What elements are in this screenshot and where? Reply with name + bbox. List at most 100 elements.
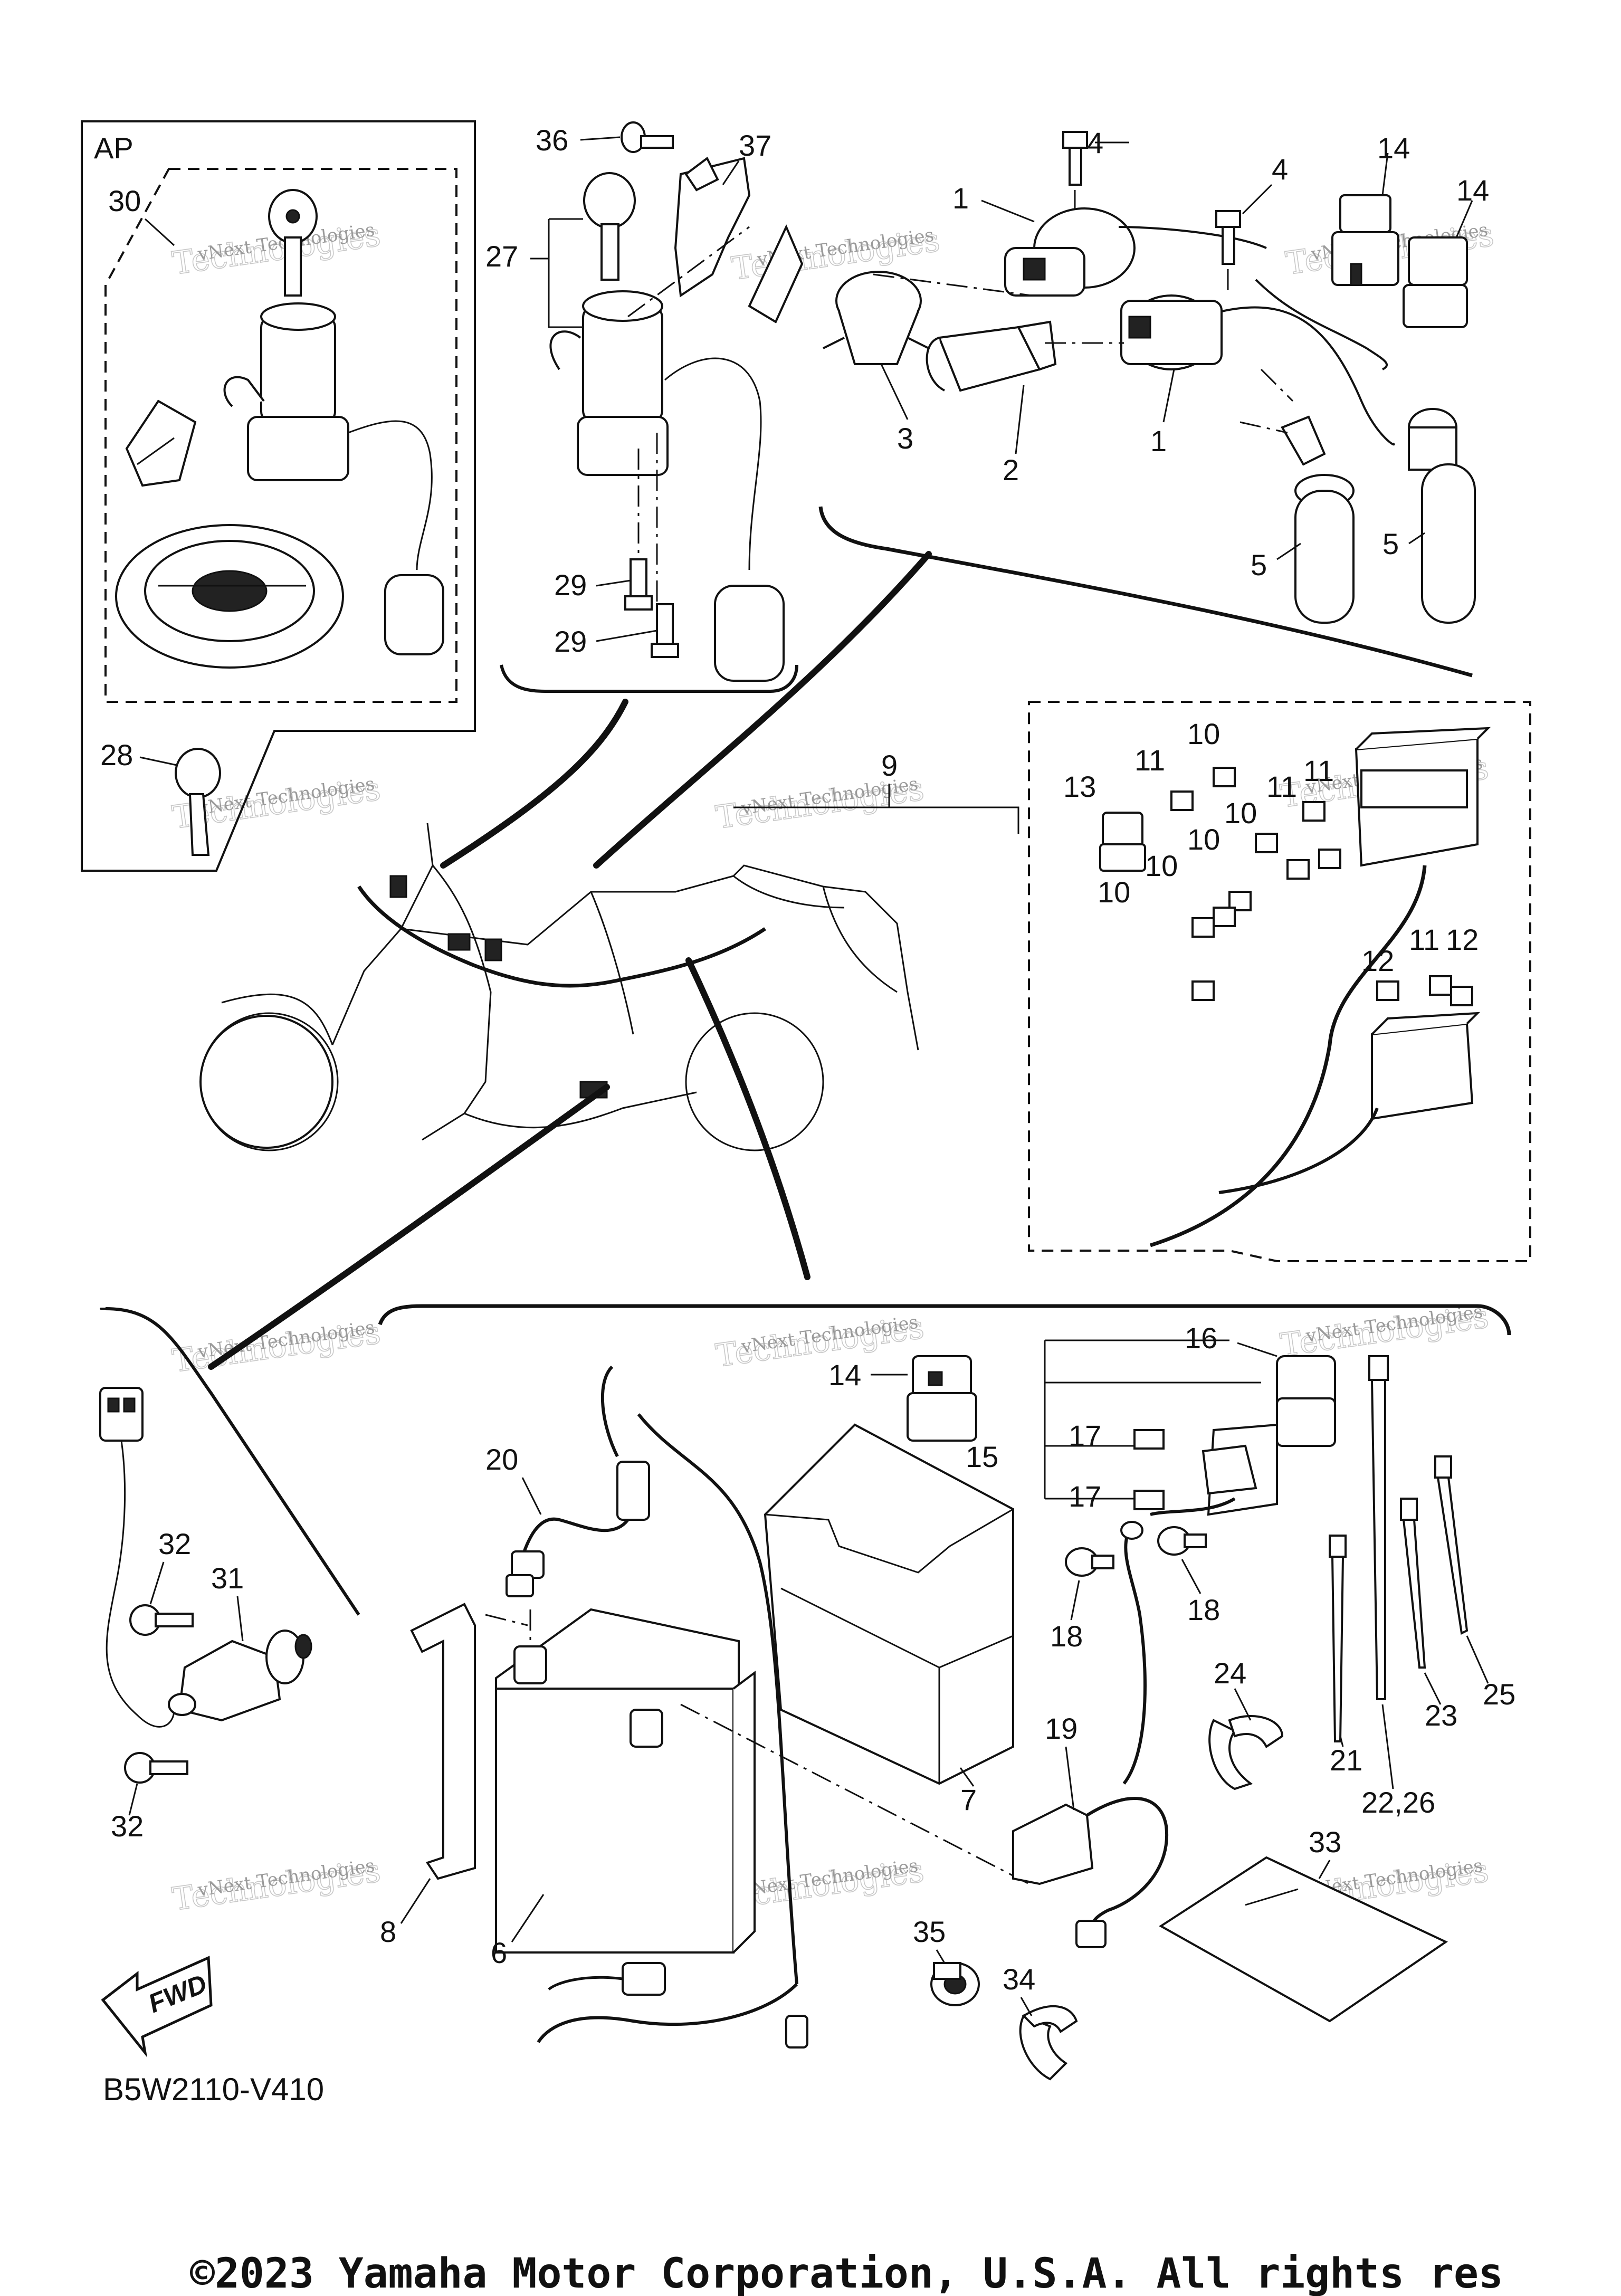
ignition-coil-group (818, 131, 1476, 678)
battery-lead-20-icon (506, 1365, 798, 1985)
coil-part-2-icon (926, 320, 1057, 392)
callout-34: 34 (1003, 1962, 1035, 1996)
ap-kit-box: AP (81, 120, 476, 872)
callout-4b: 4 (1272, 153, 1288, 186)
callout-24: 24 (1214, 1656, 1246, 1690)
lock-bracket-icon (125, 399, 197, 487)
callout-35: 35 (913, 1915, 946, 1948)
screw-32a-icon (129, 1604, 194, 1636)
bolt-18a-icon (1065, 1547, 1114, 1577)
callout-1b: 1 (1150, 424, 1167, 458)
screw-32b-icon (124, 1752, 188, 1784)
fuse-box-lower-icon (1218, 1012, 1481, 1194)
callout-11b: 11 (1266, 770, 1297, 803)
callout-28: 28 (100, 738, 133, 771)
callout-18b: 18 (1187, 1593, 1220, 1626)
callout-2: 2 (1003, 453, 1019, 487)
band-8-icon (410, 1603, 528, 1880)
callout-19: 19 (1045, 1712, 1078, 1745)
callout-16: 16 (1185, 1321, 1217, 1355)
plug-cap-5b-icon (1408, 408, 1476, 624)
forward-arrow-icon: FWD (101, 1956, 213, 2058)
clamp-35-icon (930, 1962, 980, 2006)
key-28-icon (175, 748, 221, 856)
sheet-33-icon (1159, 1856, 1448, 2023)
callout-9: 9 (881, 749, 898, 782)
callout-18a: 18 (1050, 1619, 1083, 1653)
fuse-icons (1170, 767, 1473, 1006)
bolt-18b-icon (1157, 1526, 1207, 1556)
callout-15: 15 (966, 1440, 998, 1473)
bolt-4a-icon (1062, 131, 1088, 186)
motorcycle-outline (199, 823, 919, 1151)
ignition-coil-1-icon (1004, 207, 1267, 297)
ground-lead-icon (537, 1962, 808, 2049)
sensor-31-icon (168, 1630, 312, 1722)
ignition-key-icon (583, 172, 636, 281)
callout-14c: 14 (828, 1358, 861, 1392)
callout-8: 8 (380, 1915, 396, 1948)
callout-21: 21 (1330, 1744, 1362, 1777)
relay-14c-icon (907, 1355, 977, 1442)
callout-3: 3 (897, 422, 913, 455)
cable-tie-25-icon (1434, 1455, 1469, 1635)
callout-10d: 10 (1145, 849, 1178, 882)
callout-17a: 17 (1069, 1419, 1101, 1452)
callout-20: 20 (485, 1443, 518, 1476)
battery-6-icon (495, 1608, 1029, 1954)
callout-32a: 32 (158, 1527, 191, 1560)
callout-10b: 10 (1224, 796, 1257, 830)
bolt-29-icon (624, 558, 679, 658)
fuel-cap-icon (115, 524, 344, 669)
cable-tie-23-icon (1400, 1498, 1426, 1669)
ap-label: AP (94, 131, 134, 165)
clamp-24-icon (1208, 1715, 1284, 1790)
bolt-4b-icon (1215, 210, 1241, 265)
callout-11a: 11 (1134, 744, 1165, 777)
part-code: B5W2110-V410 (103, 2072, 324, 2107)
callout-11c: 11 (1303, 754, 1334, 787)
callout-36: 36 (536, 123, 568, 157)
fuse-box-icon (1149, 727, 1491, 1247)
callout-5a: 5 (1251, 548, 1267, 582)
callout-37: 37 (739, 129, 771, 162)
callout-12b: 12 (1446, 923, 1479, 956)
bracket-37-icon (674, 156, 804, 323)
relay-14a-icon (1331, 194, 1399, 286)
starter-relay-group (1044, 1339, 1336, 1516)
callout-32b: 32 (111, 1809, 144, 1843)
callout-7: 7 (960, 1783, 977, 1816)
starter-cable-19-icon (1012, 1521, 1169, 1948)
ignition-coil-2-icon (1120, 294, 1395, 446)
cable-tie-21-icon (1329, 1535, 1347, 1742)
callout-13: 13 (1063, 770, 1096, 803)
relay-14b-icon (1403, 236, 1468, 328)
callout-27: 27 (485, 240, 518, 273)
callout-30: 30 (108, 184, 141, 217)
callout-10e: 10 (1098, 875, 1130, 909)
callout-29b: 29 (554, 625, 587, 658)
fuse-box-group (733, 701, 1531, 1262)
callout-6: 6 (491, 1936, 507, 1969)
callout-1a: 1 (952, 182, 969, 215)
callout-17b: 17 (1069, 1480, 1101, 1513)
plug-cap-5a-icon (1239, 415, 1355, 624)
callout-10a: 10 (1187, 717, 1220, 750)
screw-36-icon (621, 121, 674, 153)
battery-cover-7-icon (764, 1423, 1014, 1785)
callout-29a: 29 (554, 568, 587, 602)
cable-tie-22-icon (1368, 1355, 1389, 1700)
callout-31: 31 (211, 1561, 244, 1595)
callout-22: 22,26 (1361, 1786, 1435, 1819)
callout-10c: 10 (1187, 823, 1220, 856)
relay-13-icon (1099, 812, 1146, 872)
sensor-group (99, 1307, 360, 1784)
callout-11d: 11 (1409, 923, 1439, 956)
callout-14b: 14 (1456, 174, 1489, 207)
ignition-switch-icon (549, 290, 785, 682)
coupler-icon (99, 1387, 175, 1728)
callout-33: 33 (1309, 1825, 1341, 1859)
clamp-34-icon (1019, 2005, 1078, 2081)
callout-12a: 12 (1361, 944, 1394, 977)
